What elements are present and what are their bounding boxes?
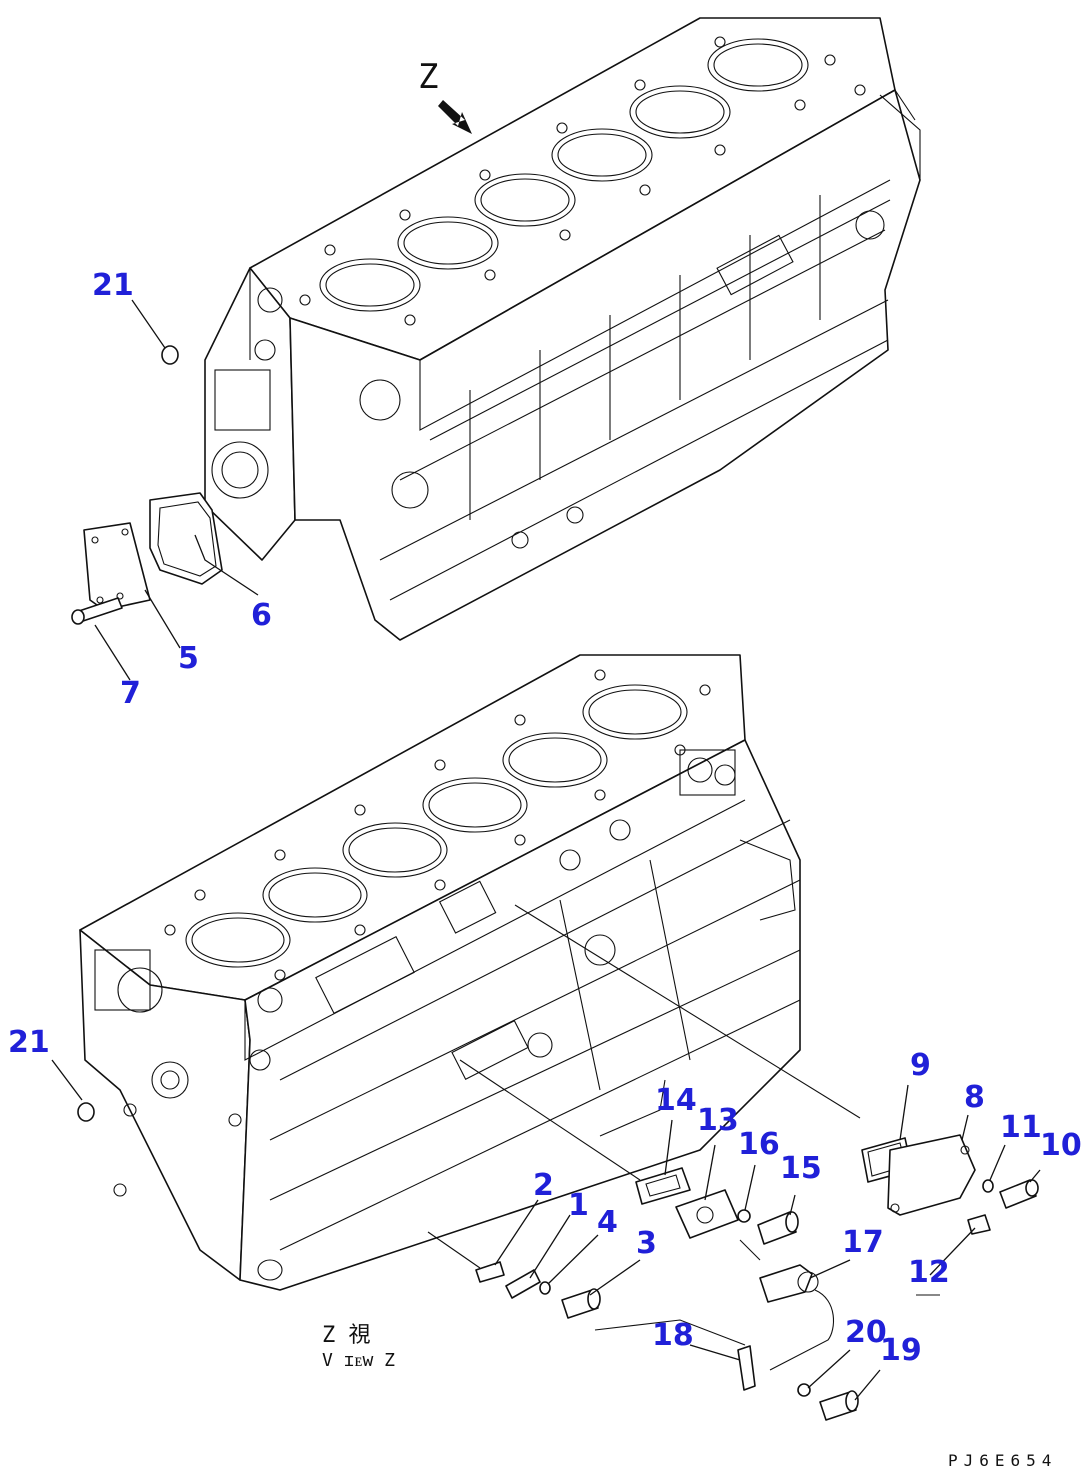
document-code: PJ6E654 bbox=[948, 1451, 1057, 1470]
cover-and-gasket bbox=[71, 492, 223, 625]
callout-18: 18 bbox=[652, 1318, 694, 1353]
callout-11: 11 bbox=[1000, 1110, 1042, 1145]
callout-9: 9 bbox=[910, 1048, 931, 1083]
view-arrow: Z bbox=[418, 57, 472, 134]
bottom-parts bbox=[475, 1134, 1039, 1421]
callout-8: 8 bbox=[964, 1080, 985, 1115]
callout-2: 2 bbox=[533, 1168, 554, 1203]
callout-21-bottom: 21 bbox=[8, 1025, 50, 1060]
view-caption-line2: V ɪᴇw Z bbox=[322, 1350, 395, 1371]
callout-17: 17 bbox=[842, 1225, 884, 1260]
callout-10: 10 bbox=[1040, 1128, 1082, 1163]
callout-21-top: 21 bbox=[92, 268, 134, 303]
callout-1: 1 bbox=[568, 1188, 589, 1223]
callout-14: 14 bbox=[655, 1083, 697, 1118]
engine-block-bottom bbox=[79, 654, 801, 1291]
callout-19: 19 bbox=[880, 1333, 922, 1368]
callout-3: 3 bbox=[636, 1226, 657, 1261]
plug-top bbox=[161, 345, 179, 365]
callout-4: 4 bbox=[597, 1205, 618, 1240]
view-caption: Z 視 V ɪᴇw Z bbox=[322, 1323, 395, 1371]
callout-16: 16 bbox=[738, 1127, 780, 1162]
callouts: 21 6 5 7 21 9 8 11 10 14 13 16 15 2 1 4 … bbox=[8, 268, 1082, 1368]
callout-13: 13 bbox=[697, 1103, 739, 1138]
callout-15: 15 bbox=[780, 1151, 822, 1186]
callout-20: 20 bbox=[845, 1315, 887, 1350]
callout-6: 6 bbox=[251, 598, 272, 633]
callout-5: 5 bbox=[178, 641, 199, 676]
callout-12: 12 bbox=[908, 1255, 950, 1290]
callout-7: 7 bbox=[120, 676, 141, 711]
plug-bottom bbox=[77, 1102, 95, 1122]
leader-lines bbox=[51, 299, 1041, 1401]
view-caption-line1: Z 視 bbox=[322, 1323, 371, 1348]
engine-block-top bbox=[204, 17, 921, 641]
view-marker-letter: Z bbox=[418, 57, 438, 97]
